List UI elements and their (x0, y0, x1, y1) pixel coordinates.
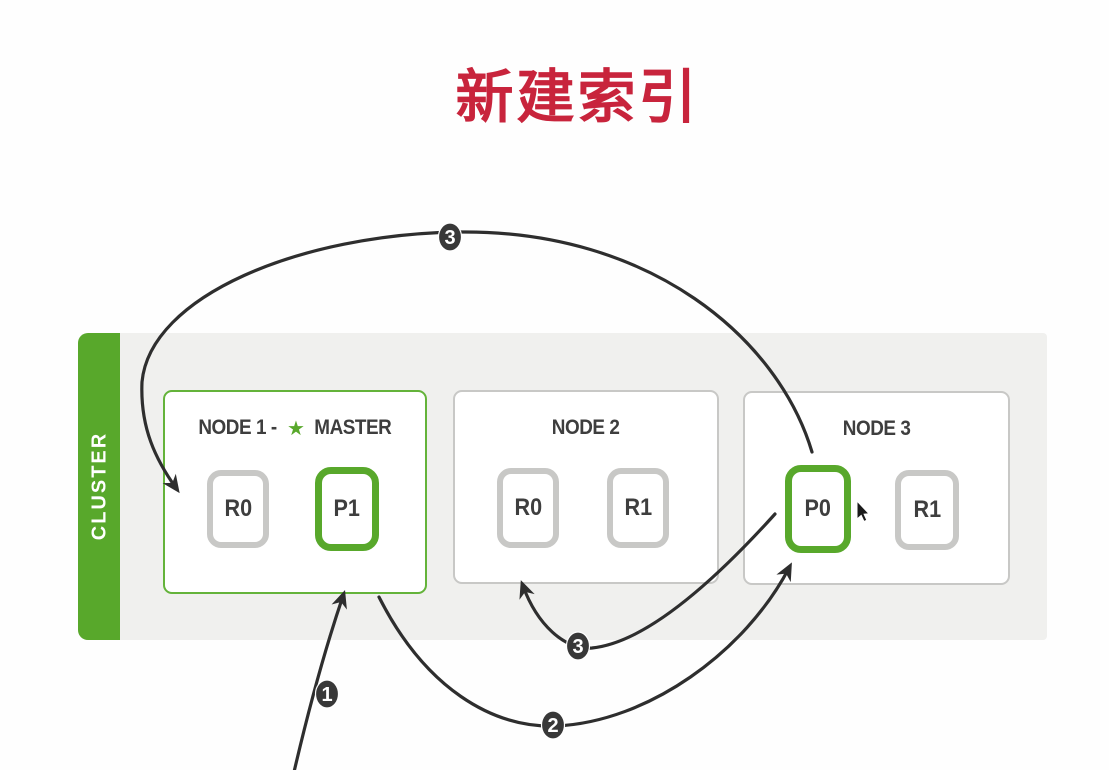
node-2-title-text: NODE 2 (552, 416, 620, 439)
node-3-title: NODE 3 (745, 417, 1008, 441)
shard-node2-r1-label: R1 (624, 494, 652, 521)
node-2-box: NODE 2 R0 R1 (453, 390, 719, 584)
shard-node1-r0-label: R0 (224, 495, 252, 522)
node-3-title-text: NODE 3 (842, 417, 911, 440)
shard-node2-r0: R0 (497, 468, 559, 548)
step-badge-2-number: 2 (547, 715, 558, 737)
cluster-sidebar: CLUSTER (78, 333, 120, 640)
node-1-title-prefix: NODE 1 - (198, 416, 277, 439)
shard-node1-p1: P1 (315, 467, 379, 551)
cluster-label: CLUSTER (88, 431, 110, 541)
step-badge-3-top-number: 3 (444, 227, 455, 249)
shard-node2-r1: R1 (607, 468, 669, 548)
node-1-box: NODE 1 - ★ MASTER R0 P1 (163, 390, 427, 594)
master-star-icon: ★ (286, 416, 305, 440)
shard-node1-r0: R0 (207, 470, 269, 548)
step-badge-3-top-circle (437, 222, 463, 252)
shard-node3-p0: P0 (785, 465, 851, 553)
shard-node3-p0-label: P0 (804, 495, 832, 522)
node-3-box: NODE 3 P0 R1 (743, 391, 1010, 585)
shard-node1-p1-label: P1 (333, 495, 361, 522)
step-badge-3-top: 3 (437, 222, 463, 252)
shard-node3-r1-label: R1 (913, 496, 941, 523)
shard-node3-r1: R1 (895, 470, 959, 550)
node-2-title: NODE 2 (455, 416, 717, 440)
node-1-title: NODE 1 - ★ MASTER (165, 416, 425, 440)
step-badge-1-number: 1 (321, 684, 332, 706)
page-title: 新建索引 (455, 63, 700, 131)
step-badge-1: 1 (314, 679, 340, 709)
step-badge-2-circle (540, 710, 566, 740)
node-1-title-suffix: MASTER (314, 416, 393, 439)
step-badge-2: 2 (540, 710, 566, 740)
step-badge-1-circle (314, 679, 340, 709)
shard-node2-r0-label: R0 (514, 494, 542, 521)
